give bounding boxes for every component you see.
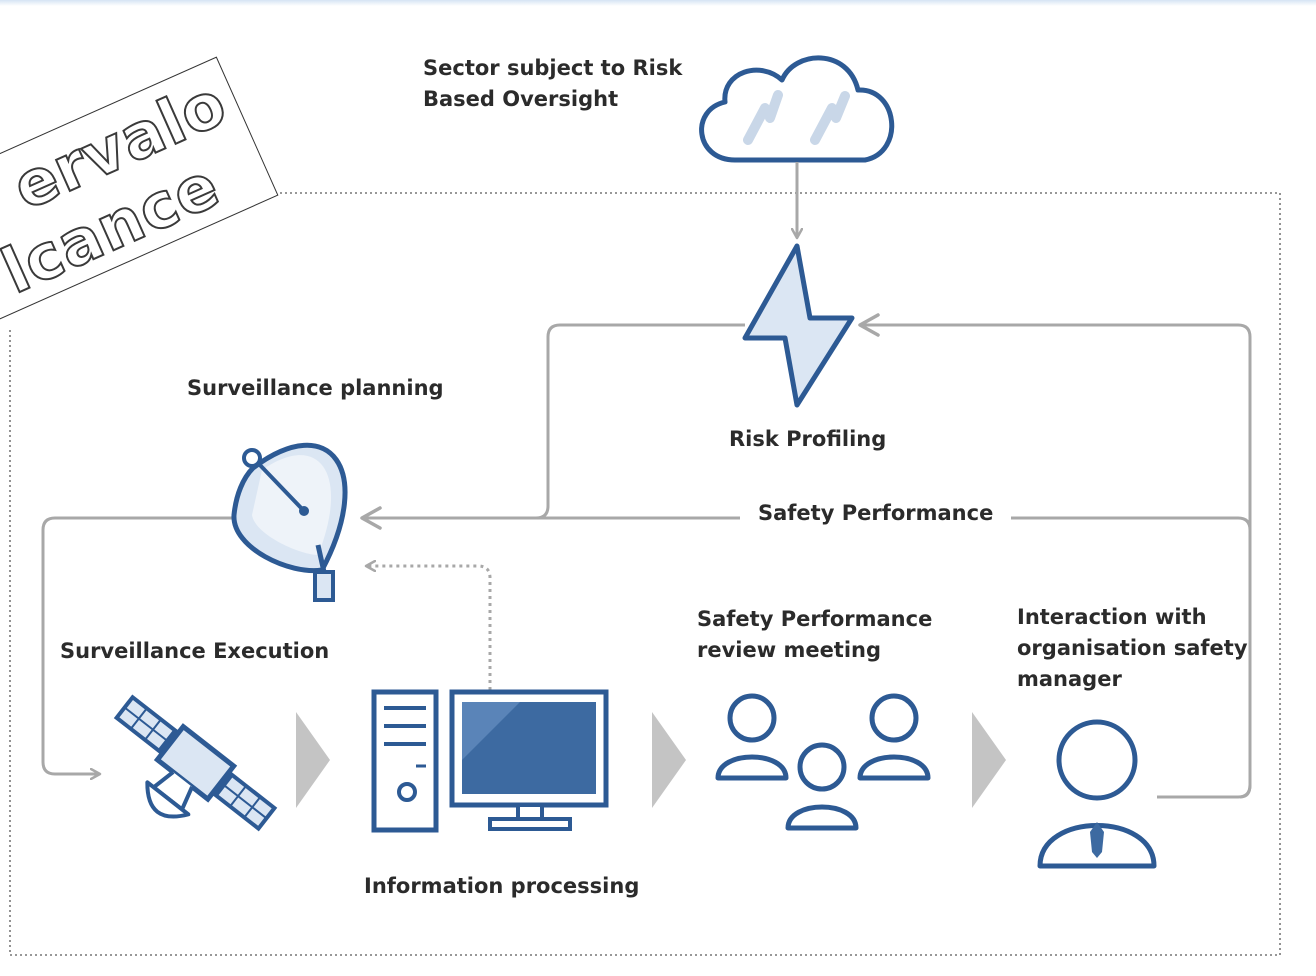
scope-boundary [9,192,1281,956]
lightning-icon [742,243,855,408]
top-edge-glow [0,0,1316,6]
chevron-right-icon [296,712,330,808]
surveillance-execution-label: Surveillance Execution [60,639,330,663]
computer-icon [371,689,609,833]
manager-icon [1037,719,1157,869]
satellite-icon [113,694,278,832]
cloud-icon [699,55,895,163]
satellite-dish-icon [231,442,348,602]
surveillance-planning-label: Surveillance planning [187,376,444,400]
information-processing-label: Information processing [364,874,640,898]
arrow-risk-to-planning [535,323,745,520]
arrow-feedback-to-risk [858,313,1252,799]
arrow-planning-to-execution [41,516,232,774]
safety-performance-label: Safety Performance [740,498,1012,529]
people-group-icon [715,693,931,831]
chevron-right-icon [972,712,1006,808]
arrow-safety-performance [360,506,1252,799]
risk-profiling-label: Risk Profiling [729,427,887,451]
review-meeting-label: Safety Performance review meeting [697,607,933,662]
chevron-right-icon [652,712,686,808]
cloud-label: Sector subject to Risk Based Oversight [423,56,683,111]
interaction-label: Interaction with organisation safety man… [1017,605,1248,691]
arrow-information-feedback [366,566,492,690]
